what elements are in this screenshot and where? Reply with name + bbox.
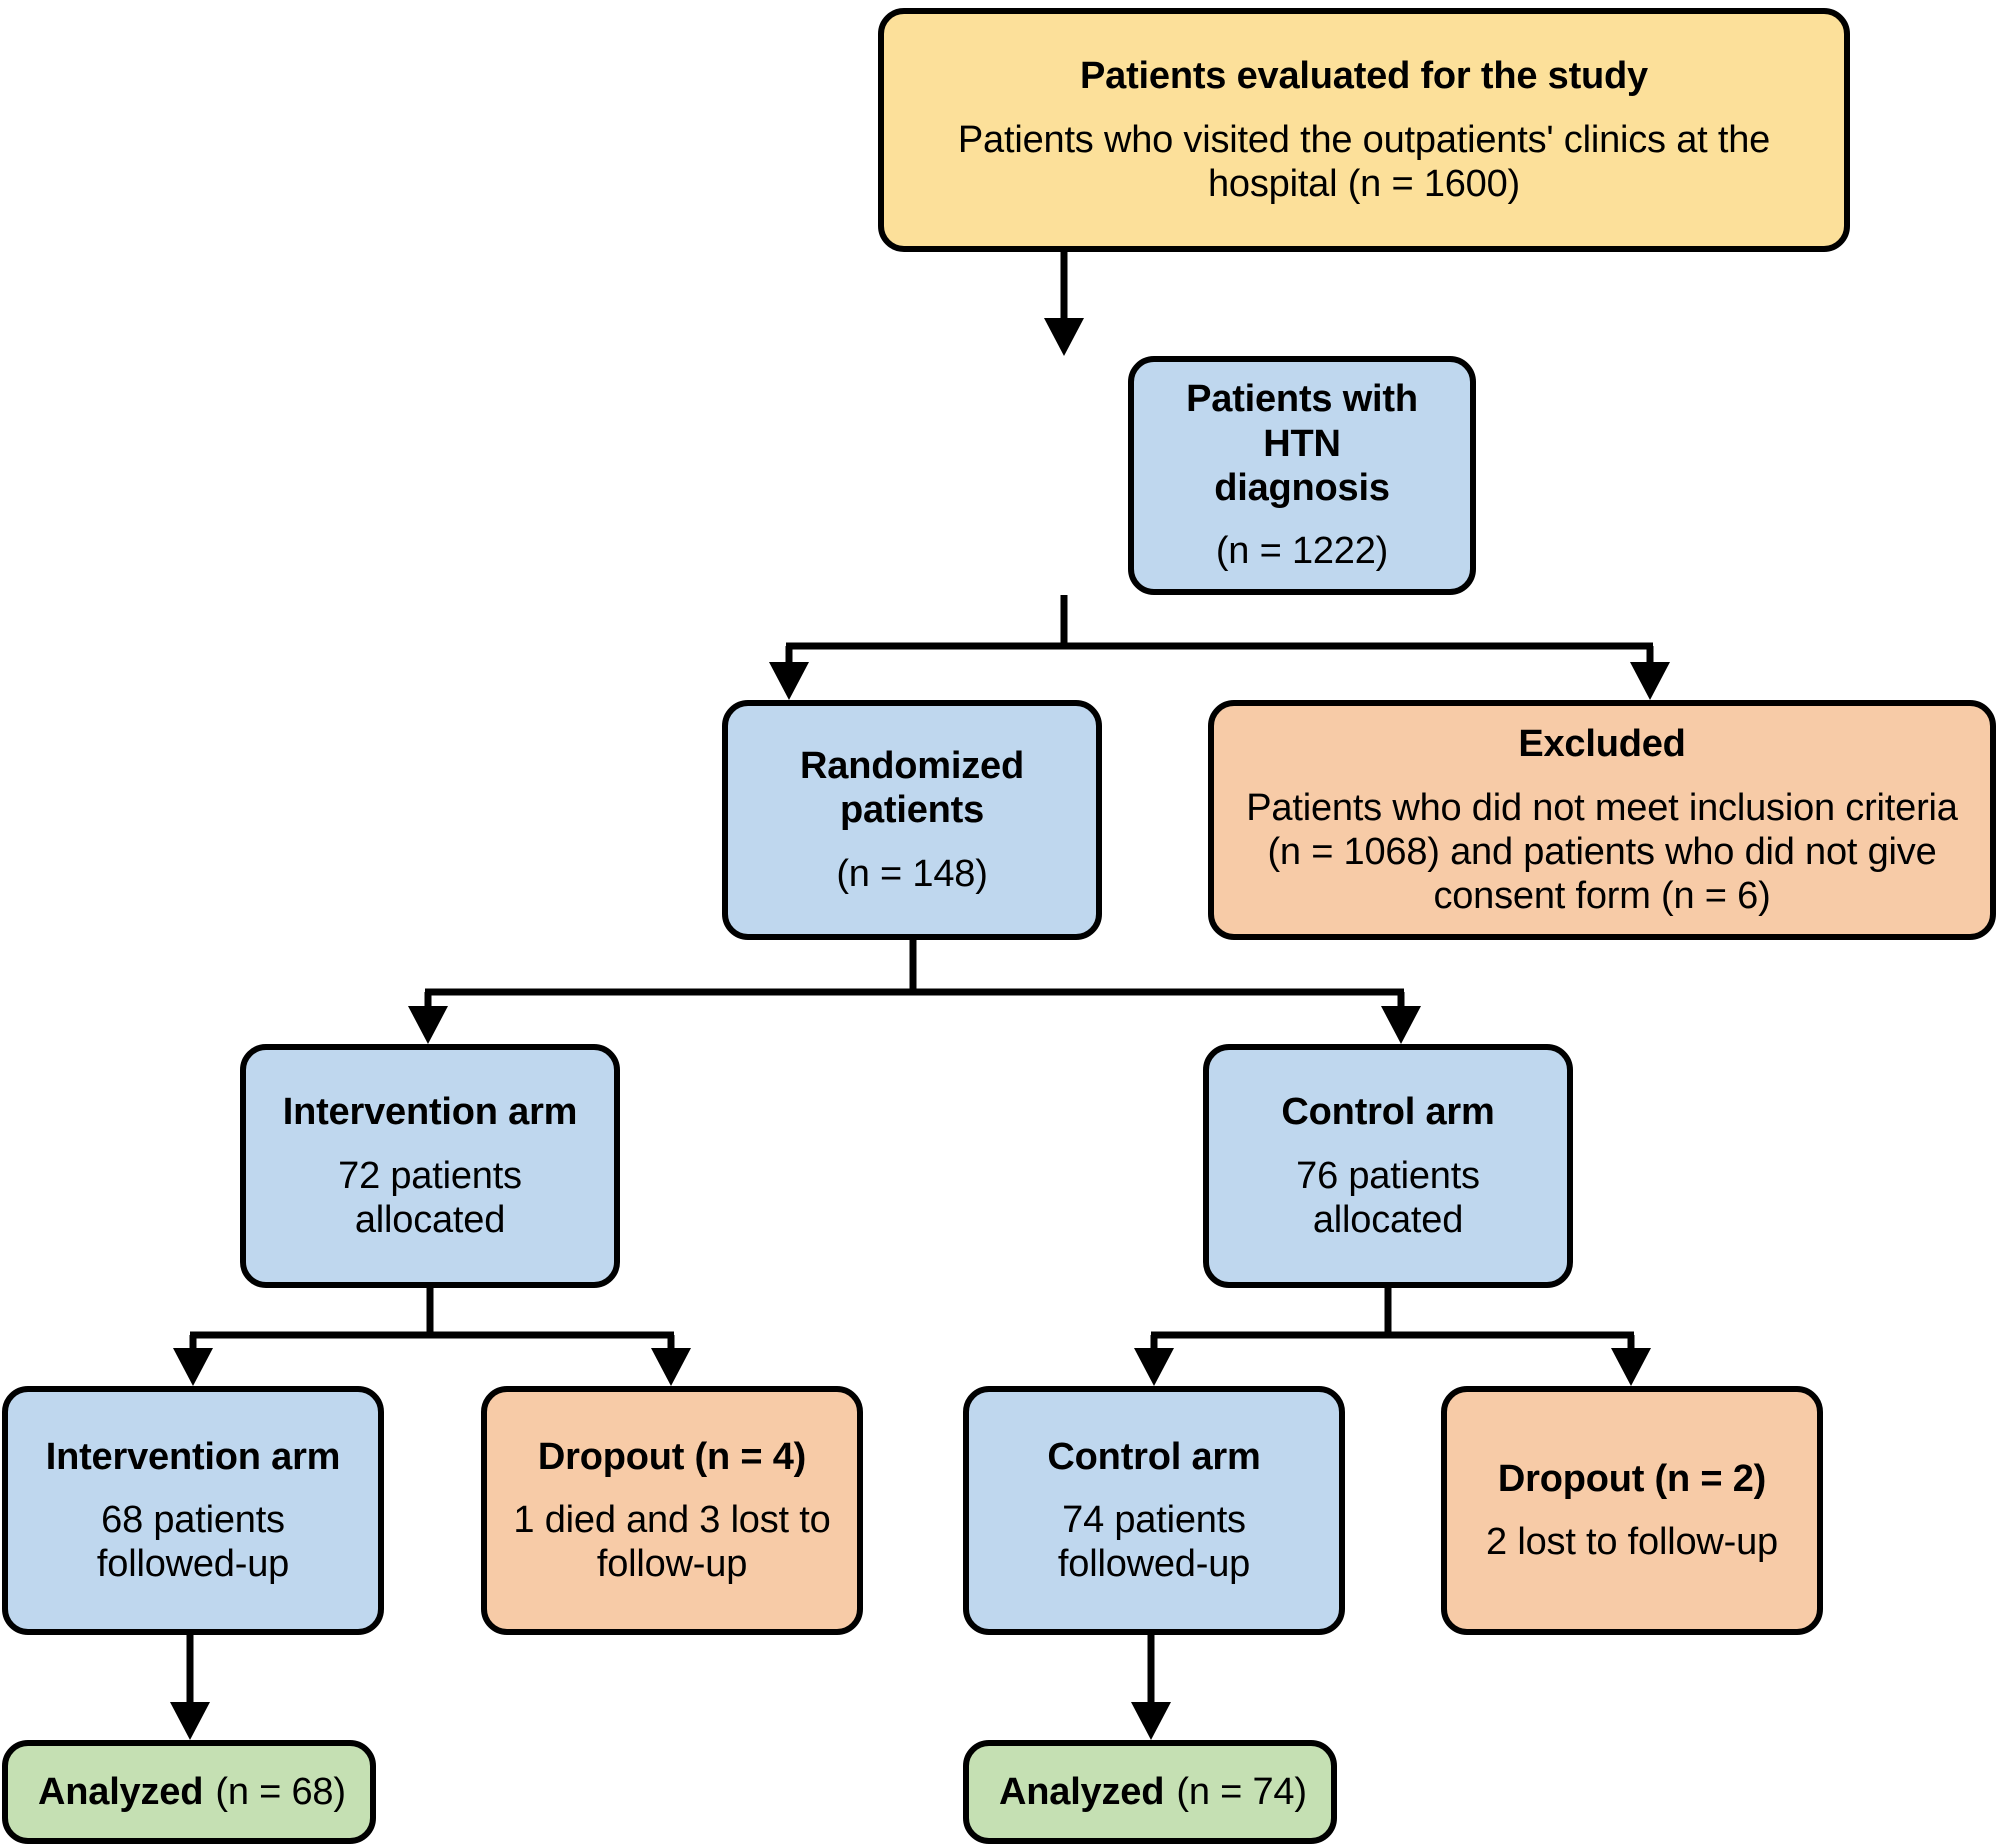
node-patients-evaluated-line2: hospital (n = 1600) — [1207, 162, 1521, 205]
node-intervention-allocated-title: Intervention arm — [282, 1091, 578, 1133]
node-intervention-allocated: Intervention arm 72 patients allocated — [240, 1044, 620, 1288]
node-excluded-title: Excluded — [1518, 722, 1686, 765]
node-dropout-control-line1: 2 lost to follow-up — [1486, 1521, 1778, 1564]
node-dropout-intervention-line2: follow-up — [596, 1543, 748, 1586]
node-htn-diagnosis-title-line2: diagnosis — [1214, 466, 1390, 509]
edge-intervention-split — [173, 1288, 691, 1386]
node-dropout-control: Dropout (n = 2) 2 lost to follow-up — [1441, 1386, 1823, 1635]
node-control-allocated-line2: allocated — [1312, 1198, 1464, 1241]
edge-randomized-split — [408, 940, 1421, 1044]
node-intervention-followed-up-line2: followed-up — [96, 1543, 290, 1586]
node-randomized-patients: Randomized patients (n = 148) — [722, 700, 1102, 940]
node-control-allocated-title: Control arm — [1281, 1091, 1495, 1133]
node-htn-diagnosis-count: (n = 1222) — [1215, 530, 1389, 573]
node-htn-diagnosis-title-line1: Patients with HTN — [1186, 378, 1418, 465]
node-analyzed-intervention: Analyzed (n = 68) — [2, 1740, 376, 1844]
node-htn-diagnosis: Patients with HTN diagnosis (n = 1222) — [1128, 356, 1476, 595]
node-dropout-intervention-title: Dropout (n = 4) — [537, 1435, 807, 1478]
node-analyzed-intervention-count: (n = 68) — [215, 1770, 346, 1813]
node-dropout-intervention-line1: 1 died and 3 lost to — [513, 1499, 831, 1542]
node-analyzed-control-title: Analyzed — [999, 1770, 1165, 1813]
node-analyzed-intervention-title: Analyzed — [38, 1770, 204, 1813]
node-control-allocated-line1: 76 patients — [1296, 1154, 1480, 1197]
node-patients-evaluated-line1: Patients who visited the outpatients' cl… — [957, 118, 1771, 161]
edge-htn-split — [769, 595, 1670, 700]
node-patients-evaluated-title: Patients evaluated for the study — [1080, 55, 1648, 97]
edge-control-split — [1134, 1288, 1651, 1386]
node-randomized-patients-title-line1: Randomized — [800, 745, 1024, 787]
node-analyzed-control: Analyzed (n = 74) — [963, 1740, 1337, 1844]
node-randomized-patients-count: (n = 148) — [836, 852, 988, 895]
edge-control-analyzed — [1131, 1635, 1171, 1740]
node-control-followed-up-line1: 74 patients — [1062, 1499, 1246, 1542]
node-patients-evaluated: Patients evaluated for the study Patient… — [878, 8, 1850, 252]
node-intervention-followed-up: Intervention arm 68 patients followed-up — [2, 1386, 384, 1635]
node-excluded-line2: (n = 1068) and patients who did not give — [1267, 830, 1937, 873]
node-control-followed-up: Control arm 74 patients followed-up — [963, 1386, 1345, 1635]
node-dropout-intervention: Dropout (n = 4) 1 died and 3 lost to fol… — [481, 1386, 863, 1635]
node-intervention-followed-up-title: Intervention arm — [45, 1435, 341, 1478]
node-control-followed-up-line2: followed-up — [1057, 1543, 1251, 1586]
node-intervention-allocated-line2: allocated — [354, 1198, 506, 1241]
node-excluded-line3: consent form (n = 6) — [1433, 874, 1771, 917]
node-excluded: Excluded Patients who did not meet inclu… — [1208, 700, 1996, 940]
node-excluded-line1: Patients who did not meet inclusion crit… — [1246, 786, 1958, 829]
edge-intervention-analyzed — [170, 1635, 210, 1740]
edge-evaluated-to-htn-group — [1044, 250, 1084, 356]
node-control-followed-up-title: Control arm — [1047, 1435, 1261, 1478]
node-dropout-control-title: Dropout (n = 2) — [1497, 1457, 1767, 1500]
node-randomized-patients-title-line2: patients — [839, 789, 985, 832]
node-control-allocated: Control arm 76 patients allocated — [1203, 1044, 1573, 1288]
node-intervention-followed-up-line1: 68 patients — [101, 1499, 285, 1542]
node-intervention-allocated-line1: 72 patients — [338, 1154, 522, 1197]
node-analyzed-control-count: (n = 74) — [1176, 1770, 1307, 1813]
